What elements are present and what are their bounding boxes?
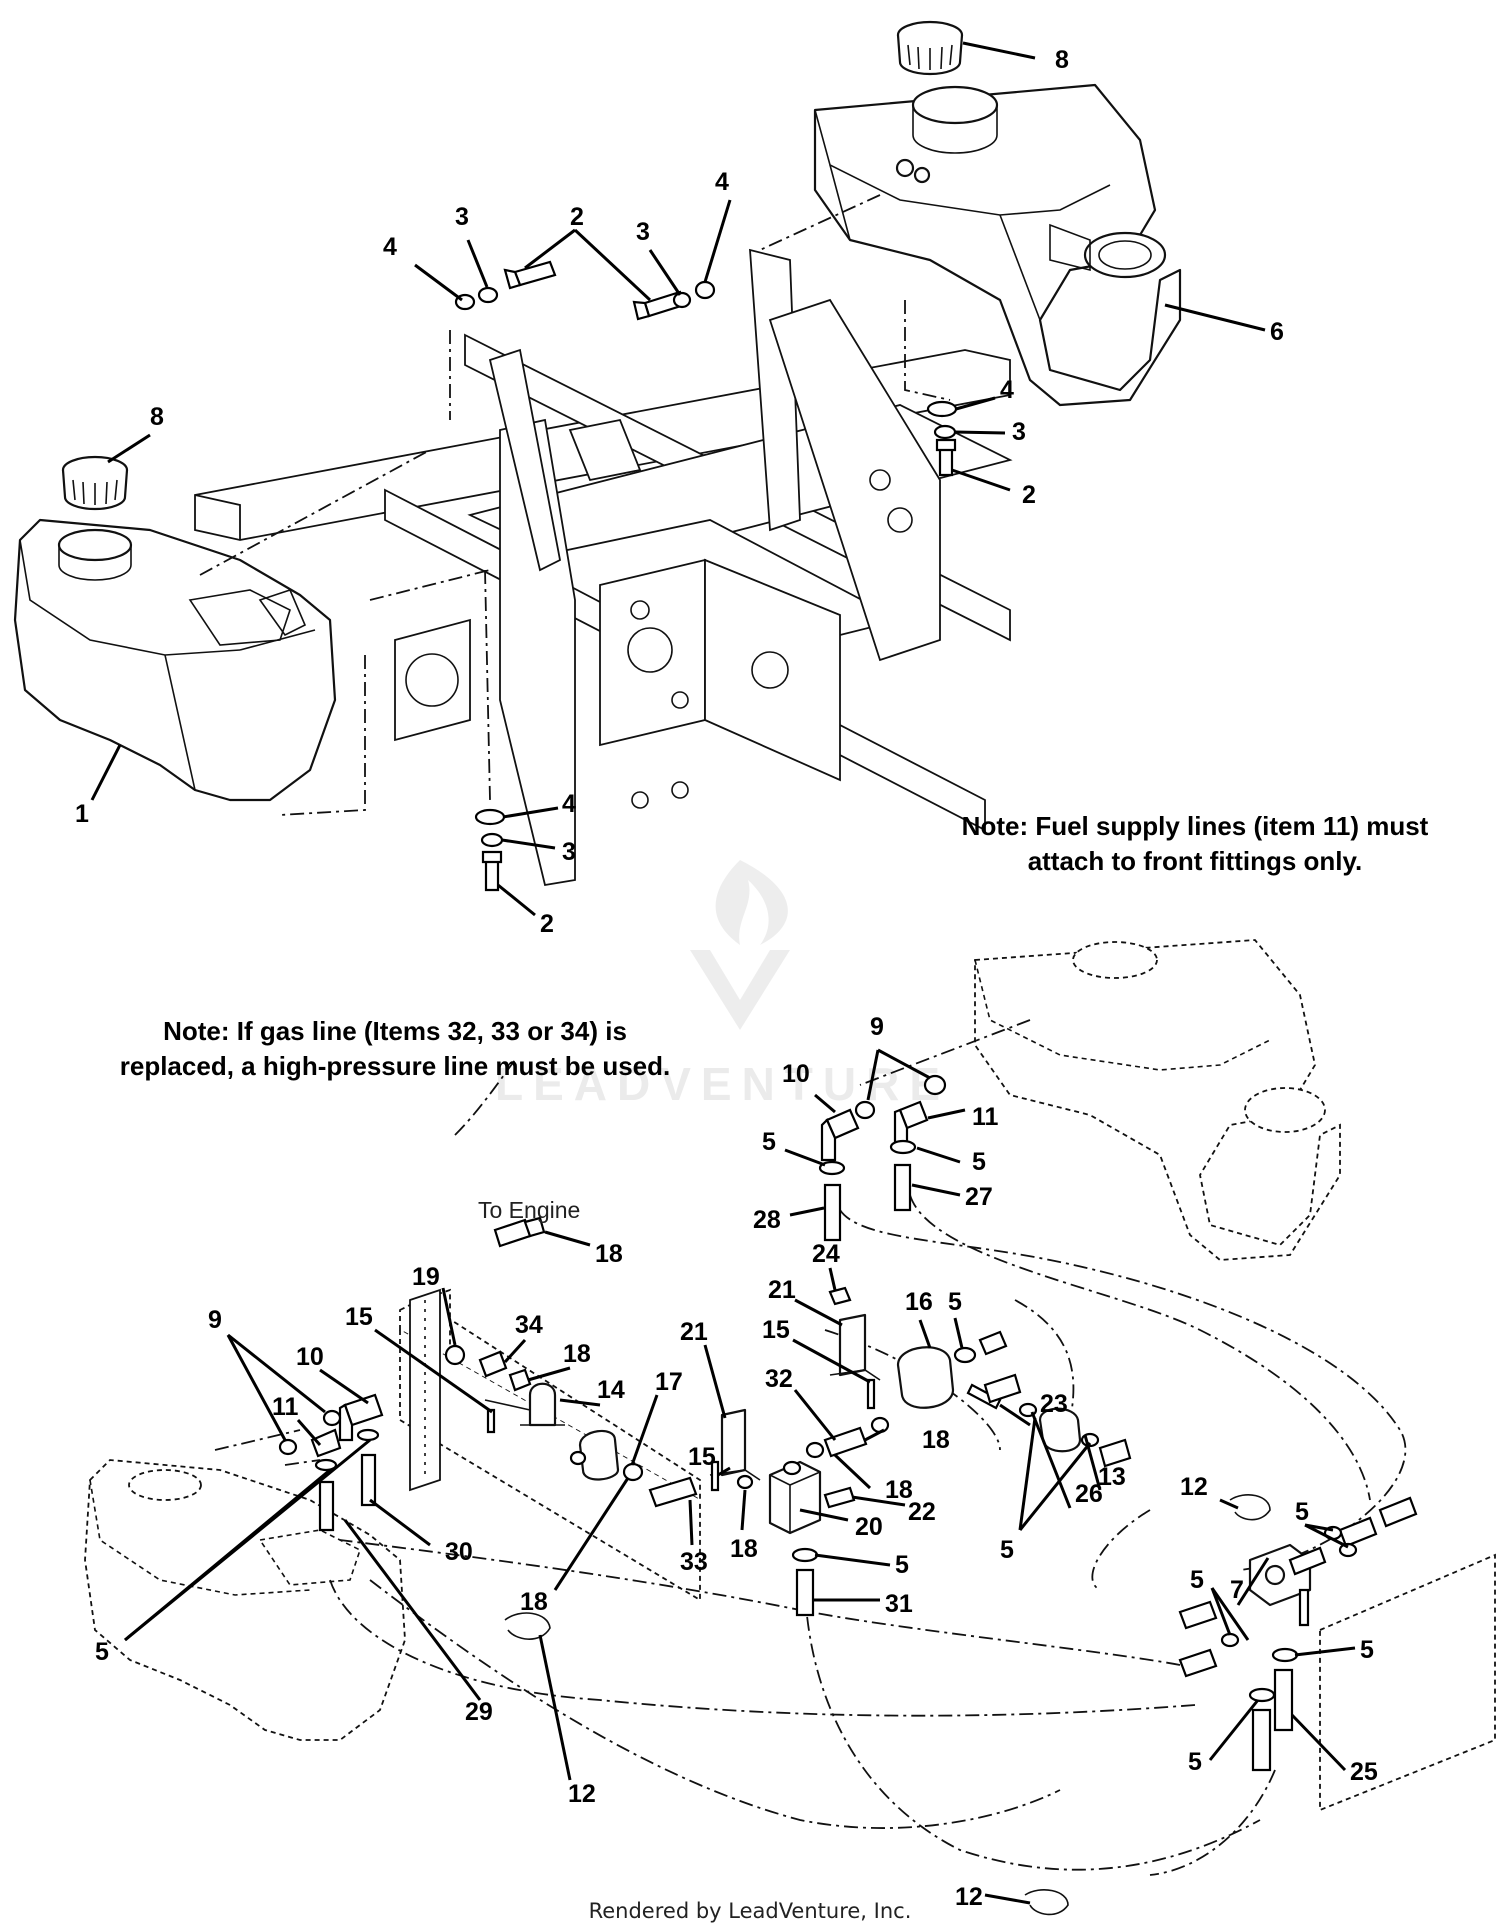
- bolt-2a: [503, 260, 557, 290]
- callout-18: 18: [922, 1426, 950, 1454]
- gas-line-note-line-2: replaced, a high-pressure line must be u…: [120, 1051, 671, 1081]
- callout-27: 27: [965, 1183, 993, 1211]
- callout-2: 2: [570, 203, 584, 231]
- callout-5: 5: [95, 1638, 109, 1666]
- callout-19: 19: [412, 1263, 440, 1291]
- callout-5: 5: [1190, 1566, 1204, 1594]
- callout-18: 18: [563, 1340, 591, 1368]
- callout-30: 30: [445, 1538, 473, 1566]
- callout-15: 15: [345, 1303, 373, 1331]
- fuel-cap-right: [896, 20, 964, 76]
- callout-5: 5: [762, 1128, 776, 1156]
- callout-29: 29: [465, 1698, 493, 1726]
- flame-logo-icon: [715, 860, 788, 945]
- callout-11: 11: [272, 1393, 299, 1421]
- callout-32: 32: [765, 1365, 793, 1393]
- callout-5: 5: [1295, 1498, 1309, 1526]
- callout-15: 15: [762, 1316, 790, 1344]
- callout-1: 1: [75, 800, 89, 828]
- callout-28: 28: [753, 1206, 781, 1234]
- callout-5: 5: [1360, 1636, 1374, 1664]
- callout-3: 3: [1012, 418, 1026, 446]
- callout-20: 20: [855, 1513, 883, 1541]
- upper-hardware: [454, 260, 958, 892]
- callout-5: 5: [895, 1551, 909, 1579]
- callout-12: 12: [1180, 1473, 1208, 1501]
- callout-11: 11: [972, 1103, 999, 1131]
- callout-2: 2: [1022, 481, 1036, 509]
- fuel-supply-note-line-2: attach to front fittings only.: [1028, 846, 1363, 876]
- callout-3: 3: [455, 203, 469, 231]
- callout-15: 15: [688, 1443, 716, 1471]
- callout-25: 25: [1350, 1758, 1378, 1786]
- callout-33: 33: [680, 1548, 708, 1576]
- gas-line-note-line-1: Note: If gas line (Items 32, 33 or 34) i…: [163, 1016, 627, 1046]
- callout-5: 5: [1188, 1748, 1202, 1776]
- callout-5: 5: [972, 1148, 986, 1176]
- callout-8: 8: [150, 403, 164, 431]
- callout-10: 10: [296, 1343, 324, 1371]
- callout-8: 8: [1055, 46, 1069, 74]
- upper-leaders: [90, 41, 1266, 917]
- upper-centerlines: [199, 194, 951, 816]
- callout-7: 7: [1230, 1576, 1244, 1604]
- watermark-chevron: [690, 950, 790, 1030]
- callout-5: 5: [1000, 1536, 1014, 1564]
- callout-3: 3: [636, 218, 650, 246]
- watermark: LEADVENTURE: [495, 860, 940, 1110]
- fuel-tank-right: [813, 83, 1182, 407]
- callout-10: 10: [782, 1060, 810, 1088]
- callout-4: 4: [562, 790, 576, 818]
- to-engine-label: To Engine: [478, 1197, 580, 1223]
- callout-18: 18: [520, 1588, 548, 1616]
- footer-credit: Rendered by LeadVenture, Inc.: [589, 1899, 912, 1923]
- fuel-supply-note-line-1: Note: Fuel supply lines (item 11) must: [962, 811, 1429, 841]
- callout-26: 26: [1075, 1480, 1103, 1508]
- callout-3: 3: [562, 838, 576, 866]
- lower-parts: [278, 1074, 1418, 1916]
- callout-12: 12: [568, 1780, 596, 1808]
- callouts: 8 2 3 4 3 4 6 4 3 2 8 1 4 3 2 9 10 11 5 …: [75, 46, 1378, 1911]
- fuel-cap-left: [61, 455, 129, 511]
- callout-4: 4: [715, 168, 729, 196]
- callout-16: 16: [905, 1288, 933, 1316]
- callout-12: 12: [955, 1883, 983, 1911]
- callout-17: 17: [655, 1368, 683, 1396]
- mount-bracket: [409, 1288, 441, 1492]
- callout-14: 14: [597, 1376, 625, 1404]
- callout-4: 4: [383, 233, 397, 261]
- callout-5: 5: [948, 1288, 962, 1316]
- callout-18: 18: [730, 1535, 758, 1563]
- callout-23: 23: [1040, 1390, 1068, 1418]
- callout-9: 9: [208, 1306, 222, 1334]
- callout-13: 13: [1098, 1463, 1126, 1491]
- callout-21: 21: [768, 1276, 796, 1304]
- callout-21: 21: [680, 1318, 708, 1346]
- callout-31: 31: [885, 1590, 913, 1618]
- callout-18: 18: [885, 1476, 913, 1504]
- phantom-tank-left: [84, 1459, 406, 1741]
- fuel-tank-left: [13, 518, 337, 802]
- mower-frame: [194, 248, 1013, 887]
- callout-9: 9: [870, 1013, 884, 1041]
- callout-18: 18: [595, 1240, 623, 1268]
- callout-6: 6: [1270, 318, 1284, 346]
- callout-24: 24: [812, 1240, 840, 1268]
- lower-leaders: [124, 1048, 1356, 1905]
- notes: Note: Fuel supply lines (item 11) must a…: [120, 811, 1429, 1923]
- callout-2: 2: [540, 910, 554, 938]
- callout-34: 34: [515, 1311, 543, 1339]
- phantom-tank-right: [974, 939, 1341, 1261]
- callout-4: 4: [1000, 376, 1014, 404]
- callout-22: 22: [908, 1498, 936, 1526]
